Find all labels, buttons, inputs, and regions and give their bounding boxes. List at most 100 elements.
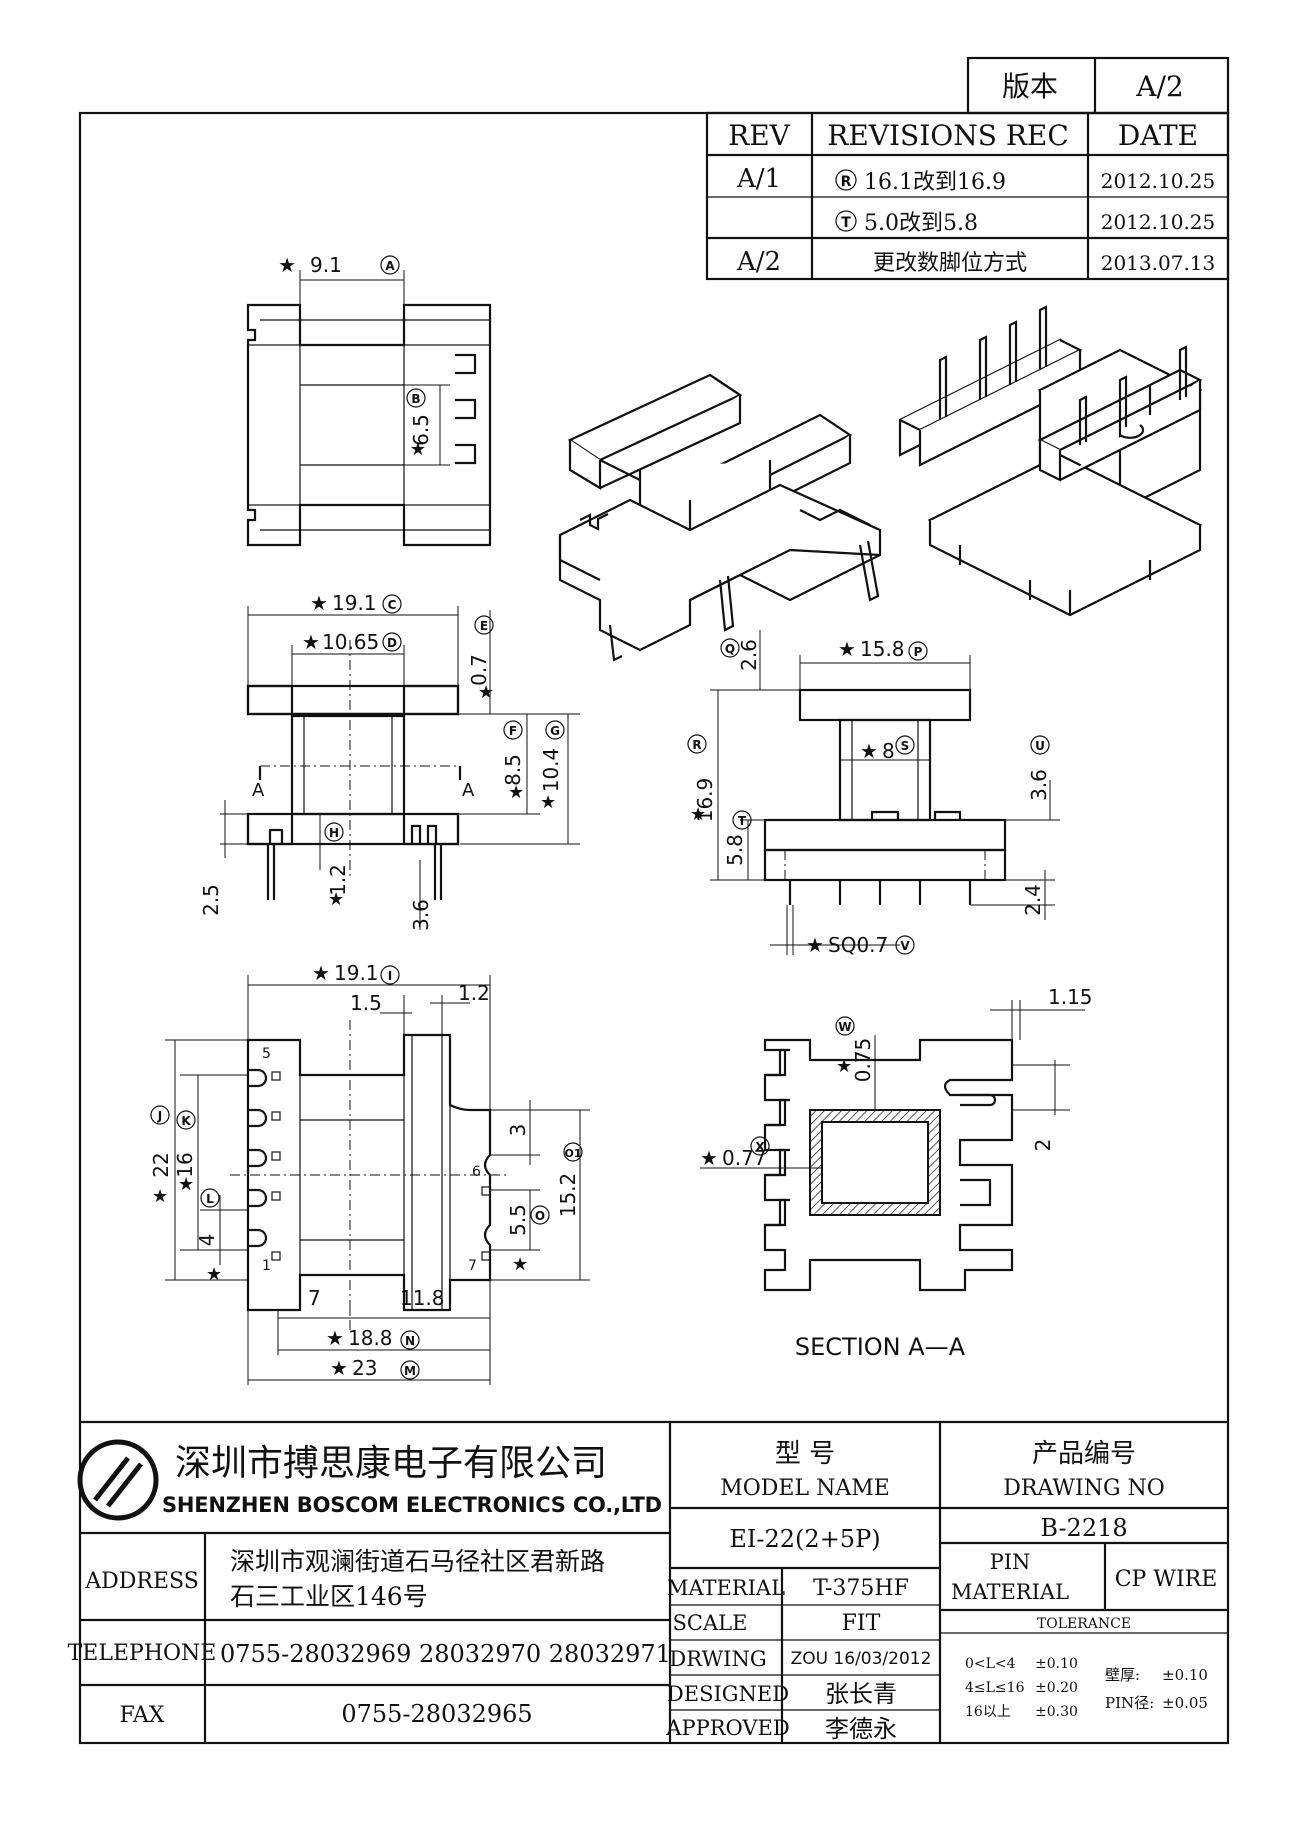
star-icon: ★: [330, 1356, 348, 1380]
dim-tag-icon: [324, 822, 344, 842]
address-label: ADDRESS: [84, 1569, 199, 1594]
dim-tag-icon: [400, 1330, 420, 1350]
telephone-value: 0755-28032969 28032970 28032971: [220, 1640, 671, 1668]
dim-tag-icon: [895, 735, 915, 755]
star-icon: ★: [178, 1174, 194, 1195]
dim-label: 1.2: [326, 864, 350, 896]
dim-tag: O: [535, 1209, 545, 1223]
top-view: 9.1 ★ A 6.5 ★ B: [246, 253, 492, 547]
tolerance-range: 0<L<4: [965, 1656, 1016, 1672]
designed-label: DESIGNED: [667, 1682, 789, 1706]
approved-value: 李德永: [825, 1715, 897, 1743]
section-view: 0.75 ★ W ★ 0.77 X 1.15 2 SECTION A—A: [700, 985, 1093, 1361]
dim-tag: B: [411, 392, 420, 406]
revisions-table: REV REVISIONS REC DATE A/1 R 16.1改到16.9 …: [705, 111, 1230, 281]
front-view: A A ★ 19.1 C ★ 10.65 D 0.7 ★ E 8.5 ★ F 1…: [199, 591, 580, 931]
star-icon: ★: [508, 782, 524, 803]
pin-number: 1: [262, 1258, 271, 1274]
dim-label: 1.15: [1048, 985, 1093, 1009]
dim-label: 16: [173, 1152, 197, 1177]
dim-label: 0.7: [467, 654, 491, 686]
address-line-1: 深圳市观澜街道石马径社区君新路: [230, 1547, 605, 1576]
dim-tag-icon: [835, 1016, 855, 1036]
dim-tag: O1: [564, 1147, 581, 1160]
dim-tag: N: [405, 1334, 415, 1348]
revision-date: 2013.07.13: [1101, 251, 1216, 275]
dim-tag-icon: [406, 388, 426, 408]
pin-material-label: PIN: [990, 1550, 1031, 1574]
scale-value: FIT: [842, 1611, 881, 1636]
material-value: T-375HF: [813, 1576, 909, 1601]
dim-label: 1.5: [350, 991, 382, 1015]
dim-tag: R: [692, 738, 701, 752]
version-value: A/2: [1135, 70, 1183, 103]
dim-tag: W: [838, 1020, 851, 1034]
revision-marker-letter: R: [841, 174, 852, 190]
company-name-cn: 深圳市搏思康电子有限公司: [175, 1443, 607, 1484]
dim-label: 23: [352, 1356, 377, 1380]
dim-label: 4: [195, 1234, 219, 1247]
side-view: 2.6 Q ★ 15.8 P ★ 8 S 16.9 ★ R 5.8 T 3.6 …: [687, 630, 1060, 957]
drwing-value: ZOU 16/03/2012: [791, 1649, 932, 1669]
drwing-label: DRWING: [669, 1647, 766, 1671]
dim-tag: P: [914, 645, 923, 659]
dim-tag-icon: [1030, 735, 1050, 755]
section-mark: A: [252, 780, 265, 801]
dim-tag: H: [329, 826, 339, 840]
dim-tag-icon: [200, 1188, 220, 1208]
dim-tag-icon: [908, 641, 928, 661]
dim-label: 2.6: [737, 639, 761, 671]
version-label: 版本: [1002, 70, 1058, 103]
outer-frame: [78, 111, 1230, 1745]
star-icon: ★: [700, 1146, 718, 1170]
dim-tag: M: [404, 1364, 416, 1378]
dim-label: 10.4: [539, 748, 563, 793]
tolerance-value: ±0.30: [1035, 1704, 1078, 1720]
dim-tag-icon: [687, 734, 707, 754]
dim-label: 2.4: [1021, 884, 1045, 916]
revisions-rec-header: REVISIONS REC: [827, 119, 1069, 152]
address-line-2: 石三工业区146号: [230, 1582, 428, 1611]
dim-label: 18.8: [348, 1326, 393, 1350]
drawing-value: B-2218: [1040, 1514, 1127, 1542]
dim-label: 5.8: [723, 834, 747, 866]
revision-marker-icon: [835, 210, 857, 232]
dim-label: 3.6: [1027, 769, 1051, 801]
star-icon: ★: [836, 1056, 852, 1077]
pin-number: 6: [472, 1164, 481, 1180]
pin-number: 7: [468, 1258, 477, 1274]
dim-tag: G: [550, 724, 560, 738]
dim-tag: U: [1035, 739, 1045, 753]
star-icon: ★: [310, 591, 328, 615]
revision-text: 更改数脚位方式: [873, 251, 1027, 276]
dim-label: 1.2: [458, 981, 490, 1005]
star-icon: ★: [326, 1326, 344, 1350]
dim-label: 3: [506, 1124, 530, 1137]
dim-label: 6.5: [409, 414, 433, 446]
dim-tag: I: [388, 969, 392, 983]
dim-label: 2.5: [199, 884, 223, 916]
dim-tag: V: [900, 939, 910, 953]
dim-label: 19.1: [332, 591, 377, 615]
dim-label: 0.77: [722, 1146, 767, 1170]
tolerance-range: 4≤L≤16: [965, 1680, 1025, 1696]
dim-label: 5.5: [506, 1204, 530, 1236]
tolerance-title: TOLERANCE: [1037, 1616, 1131, 1632]
pin-material-value: CP WIRE: [1115, 1567, 1218, 1592]
dim-tag: T: [738, 814, 747, 828]
dim-tag-icon: [563, 1142, 583, 1162]
dim-label: SQ0.7: [828, 933, 888, 957]
dim-tag-icon: [750, 1136, 770, 1156]
dim-tag-icon: [474, 615, 494, 635]
dim-label: 16.9: [693, 778, 717, 823]
dim-tag: C: [388, 598, 397, 612]
revision-date: 2012.10.25: [1101, 169, 1216, 193]
title-block: 深圳市搏思康电子有限公司 SHENZHEN BOSCOM ELECTRONICS…: [68, 1420, 1228, 1743]
designed-value: 张长青: [825, 1680, 897, 1708]
star-icon: ★: [206, 1264, 222, 1285]
rev-header: REV: [728, 119, 791, 152]
fax-value: 0755-28032965: [341, 1700, 532, 1728]
star-icon: ★: [302, 630, 320, 654]
star-icon: ★: [478, 682, 494, 703]
revision-text: 5.0改到5.8: [864, 211, 978, 236]
